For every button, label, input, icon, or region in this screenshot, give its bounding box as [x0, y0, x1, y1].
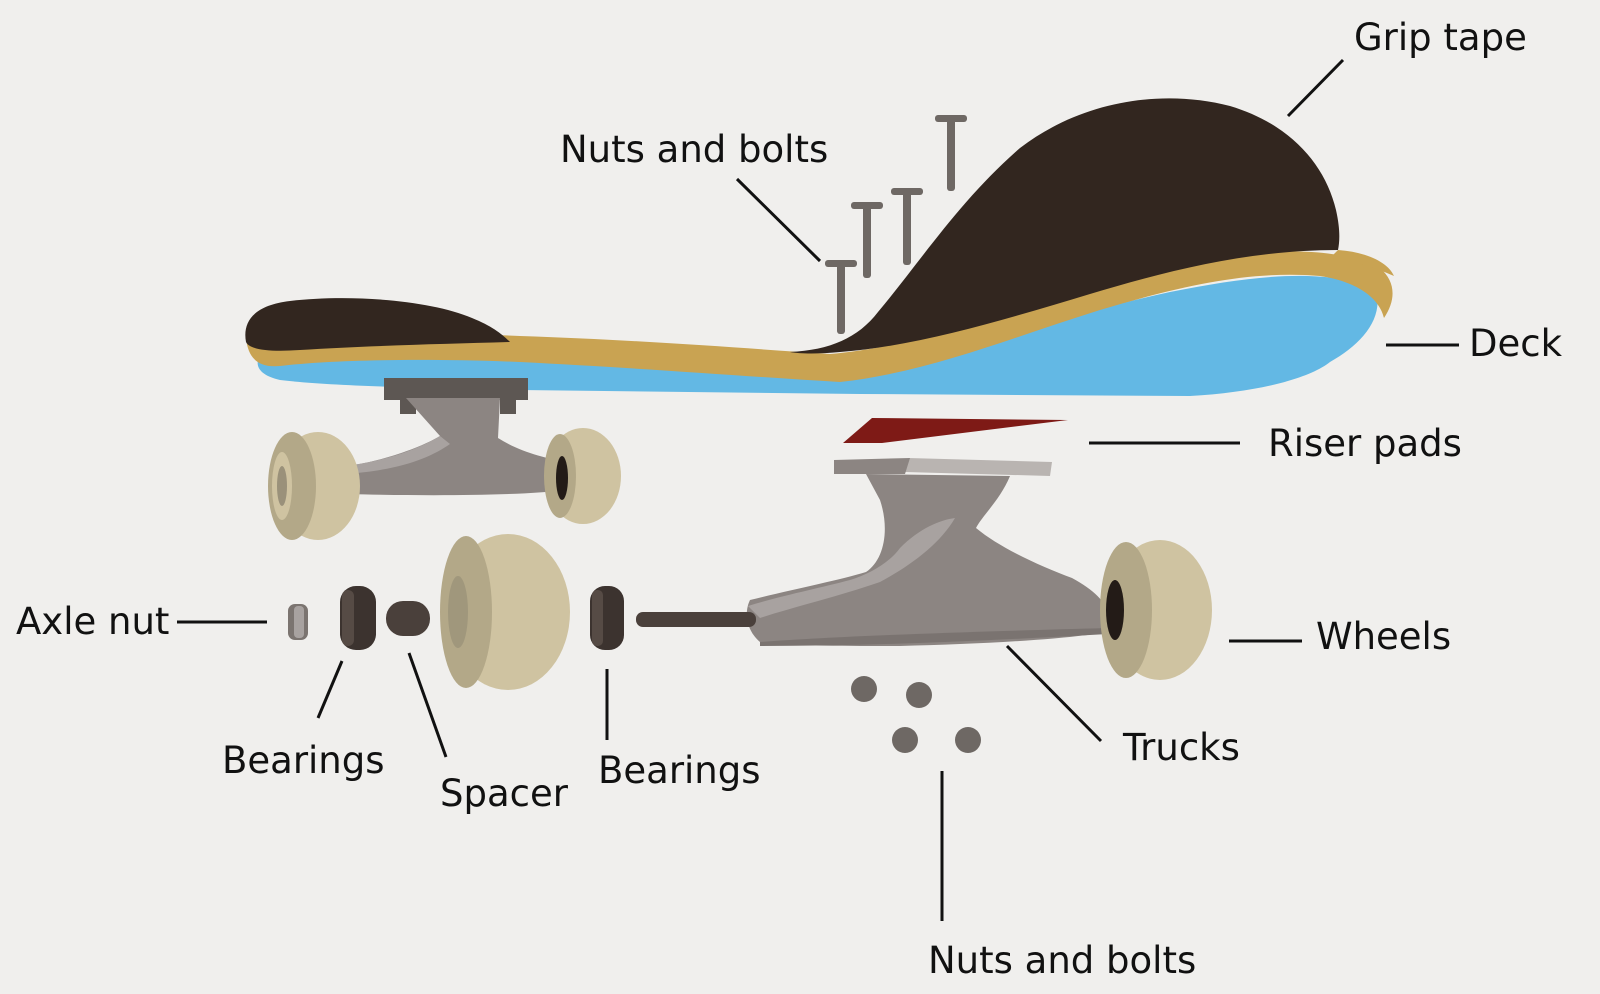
deck-underside — [257, 275, 1378, 396]
truck-hanger — [346, 398, 566, 496]
nut — [906, 682, 932, 708]
label-riser-pads: Riser pads — [1268, 422, 1462, 465]
labels: Grip tape Nuts and bolts Deck Riser pads… — [16, 16, 1563, 982]
wheel — [268, 432, 360, 540]
deck-wood-layer — [246, 251, 1393, 382]
bolt — [891, 188, 923, 265]
wheel — [1100, 540, 1212, 680]
leader-lines — [177, 58, 1459, 921]
spacer — [386, 601, 430, 636]
label-axle-nut: Axle nut — [16, 600, 169, 643]
label-bearings-left: Bearings — [222, 739, 385, 782]
bottom-nuts — [851, 676, 981, 753]
truck-baseplate — [384, 378, 528, 400]
axle-nut — [288, 604, 308, 640]
label-grip-tape: Grip tape — [1354, 16, 1527, 59]
deck-wood-edge — [1330, 250, 1394, 276]
bolt — [935, 115, 967, 191]
exploded-truck — [636, 458, 1212, 680]
label-bearings-right: Bearings — [598, 749, 761, 792]
nut — [955, 727, 981, 753]
leader-grip-tape — [1286, 58, 1345, 118]
wheel — [440, 534, 570, 690]
grip-tape-main — [790, 98, 1340, 354]
leader-top-bolts — [735, 177, 822, 263]
truck-baseplate — [905, 458, 1052, 476]
nut — [892, 727, 918, 753]
leader-bearings-left — [316, 660, 344, 719]
leader-trucks — [1005, 644, 1103, 743]
label-nuts-and-bolts-bottom: Nuts and bolts — [928, 939, 1196, 982]
top-bolts — [825, 115, 967, 334]
bearing — [590, 586, 624, 650]
grip-tape-tail — [245, 298, 510, 351]
label-wheels: Wheels — [1316, 615, 1451, 658]
wheel — [544, 428, 621, 524]
leader-spacer — [407, 652, 448, 758]
skateboard-deck — [245, 98, 1394, 396]
bearing — [340, 586, 376, 650]
bolt — [851, 202, 883, 278]
label-deck: Deck — [1469, 322, 1563, 365]
bolt — [825, 260, 857, 334]
riser-pad — [843, 418, 1068, 443]
mounted-truck-assembly — [268, 378, 621, 540]
truck-axle — [636, 612, 756, 627]
label-trucks: Trucks — [1122, 726, 1240, 769]
nut — [851, 676, 877, 702]
label-spacer: Spacer — [440, 772, 569, 815]
truck-hanger — [746, 474, 1108, 646]
label-nuts-and-bolts-top: Nuts and bolts — [560, 128, 828, 171]
